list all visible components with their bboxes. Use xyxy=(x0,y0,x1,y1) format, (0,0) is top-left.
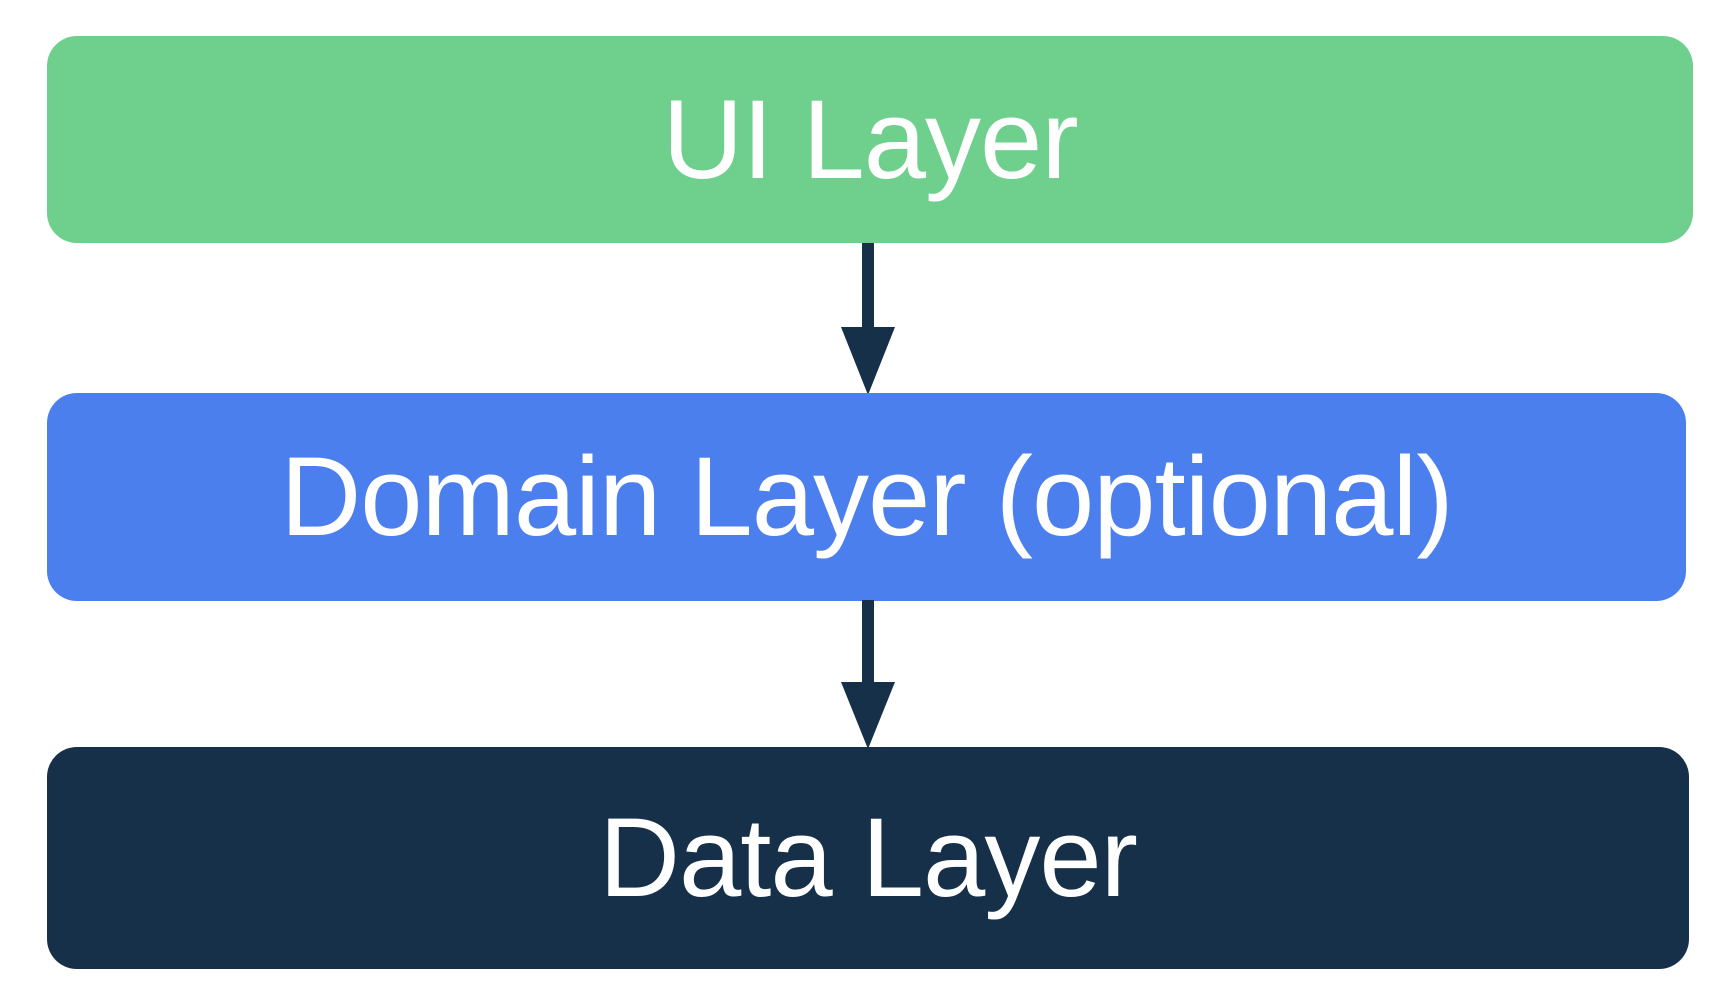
data-layer-box[interactable]: Data Layer xyxy=(47,747,1689,969)
down-arrow-icon xyxy=(841,243,895,395)
domain-layer-box[interactable]: Domain Layer (optional) xyxy=(47,393,1686,601)
domain-layer-label: Domain Layer (optional) xyxy=(280,434,1453,559)
ui-layer-label: UI Layer xyxy=(662,76,1078,202)
ui-layer-box[interactable]: UI Layer xyxy=(47,36,1693,243)
data-layer-label: Data Layer xyxy=(599,795,1138,920)
arrow-domain-to-data-icon xyxy=(840,600,896,749)
arrow-ui-to-domain-icon xyxy=(840,243,896,395)
down-arrow-icon xyxy=(841,600,895,749)
